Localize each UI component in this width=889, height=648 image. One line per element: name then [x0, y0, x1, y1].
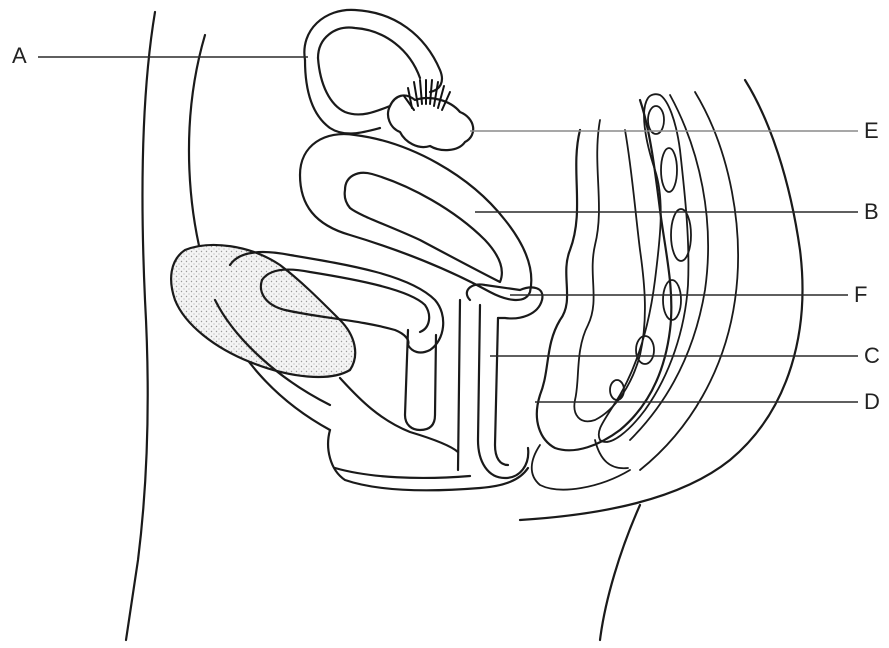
label-c: C [864, 345, 880, 367]
fimbriae [404, 80, 450, 110]
label-e: E [864, 120, 879, 142]
pelvic-floor-curve [520, 80, 802, 520]
posterior-body-wall [600, 505, 640, 640]
label-b: B [864, 201, 879, 223]
bladder [171, 245, 443, 430]
label-f: F [854, 284, 867, 306]
leader-lines [38, 57, 858, 402]
vertebra-2 [661, 148, 677, 192]
label-d: D [864, 391, 880, 413]
vertebra-1 [648, 106, 664, 134]
anterior-body-wall [126, 12, 155, 640]
vertebra-5 [636, 336, 654, 364]
vagina [458, 284, 542, 478]
urethra [405, 330, 436, 430]
label-a: A [12, 45, 27, 67]
ovary [388, 80, 473, 150]
fallopian-tube [304, 10, 442, 134]
pubic-bone [171, 245, 355, 377]
